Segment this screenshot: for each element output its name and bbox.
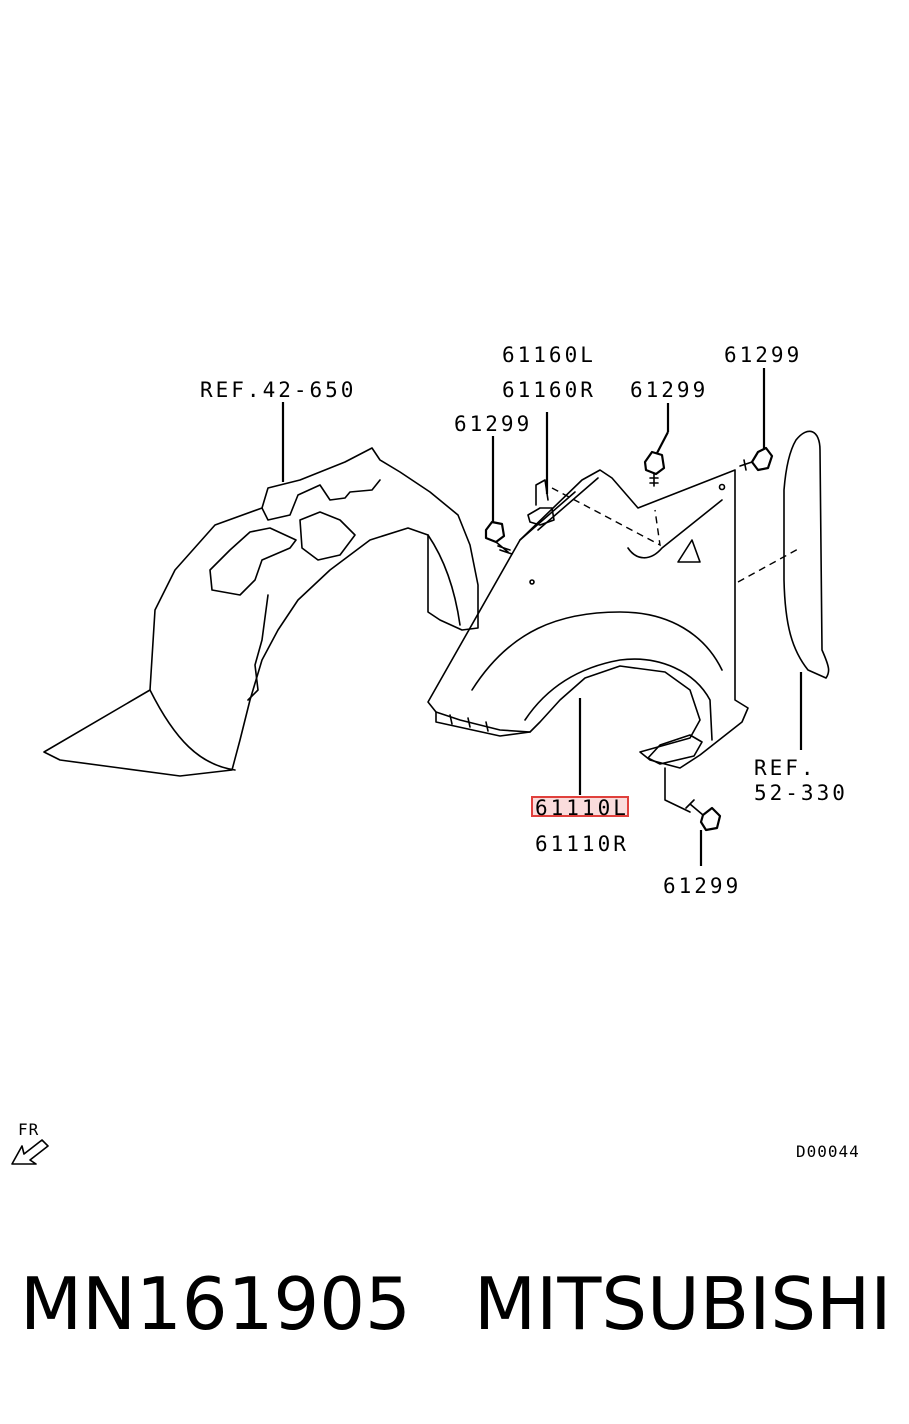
brand-name: MITSUBISHI bbox=[474, 1262, 892, 1346]
highlight-box bbox=[531, 796, 629, 817]
bolt-61299-top[interactable] bbox=[643, 403, 670, 487]
label-bolt-top: 61299 bbox=[630, 378, 708, 402]
lower-mount-bracket[interactable] bbox=[647, 734, 703, 813]
bolt-61299-left[interactable] bbox=[484, 436, 513, 555]
front-indicator-label: FR bbox=[18, 1120, 39, 1139]
bumper-side-trim[interactable] bbox=[783, 430, 830, 750]
front-arrow-icon bbox=[11, 1139, 49, 1165]
front-fender-panel[interactable] bbox=[427, 469, 749, 769]
diagram-code: D00044 bbox=[796, 1142, 860, 1161]
label-ref-bumper-line2: 52-330 bbox=[754, 781, 848, 805]
dashed-guides bbox=[551, 487, 801, 583]
label-ref-bumper-line1: REF. bbox=[754, 756, 817, 780]
label-ref-inner-fender: REF.42-650 bbox=[200, 378, 356, 402]
front-direction-indicator: FR bbox=[11, 1120, 49, 1165]
label-bolt-left: 61299 bbox=[454, 412, 532, 436]
label-clip-right: 61160R bbox=[502, 378, 596, 402]
label-bolt-lower: 61299 bbox=[663, 874, 741, 898]
fender-bracket-clip[interactable] bbox=[527, 412, 555, 526]
part-number: MN161905 bbox=[20, 1262, 411, 1346]
bolt-61299-upper-right[interactable] bbox=[739, 368, 774, 472]
bolt-61299-lower[interactable] bbox=[685, 799, 722, 866]
label-clip-left: 61160L bbox=[502, 343, 596, 367]
label-fender-right: 61110R bbox=[535, 832, 629, 856]
parts-diagram: REF.42-650 61160L 61160R 61299 61299 612… bbox=[11, 343, 860, 1165]
label-fender-left: 61110L bbox=[535, 796, 629, 820]
label-bolt-upper-right: 61299 bbox=[724, 343, 802, 367]
caption: MN161905 MITSUBISHI bbox=[0, 1262, 909, 1372]
inner-fender-liner bbox=[43, 447, 479, 777]
